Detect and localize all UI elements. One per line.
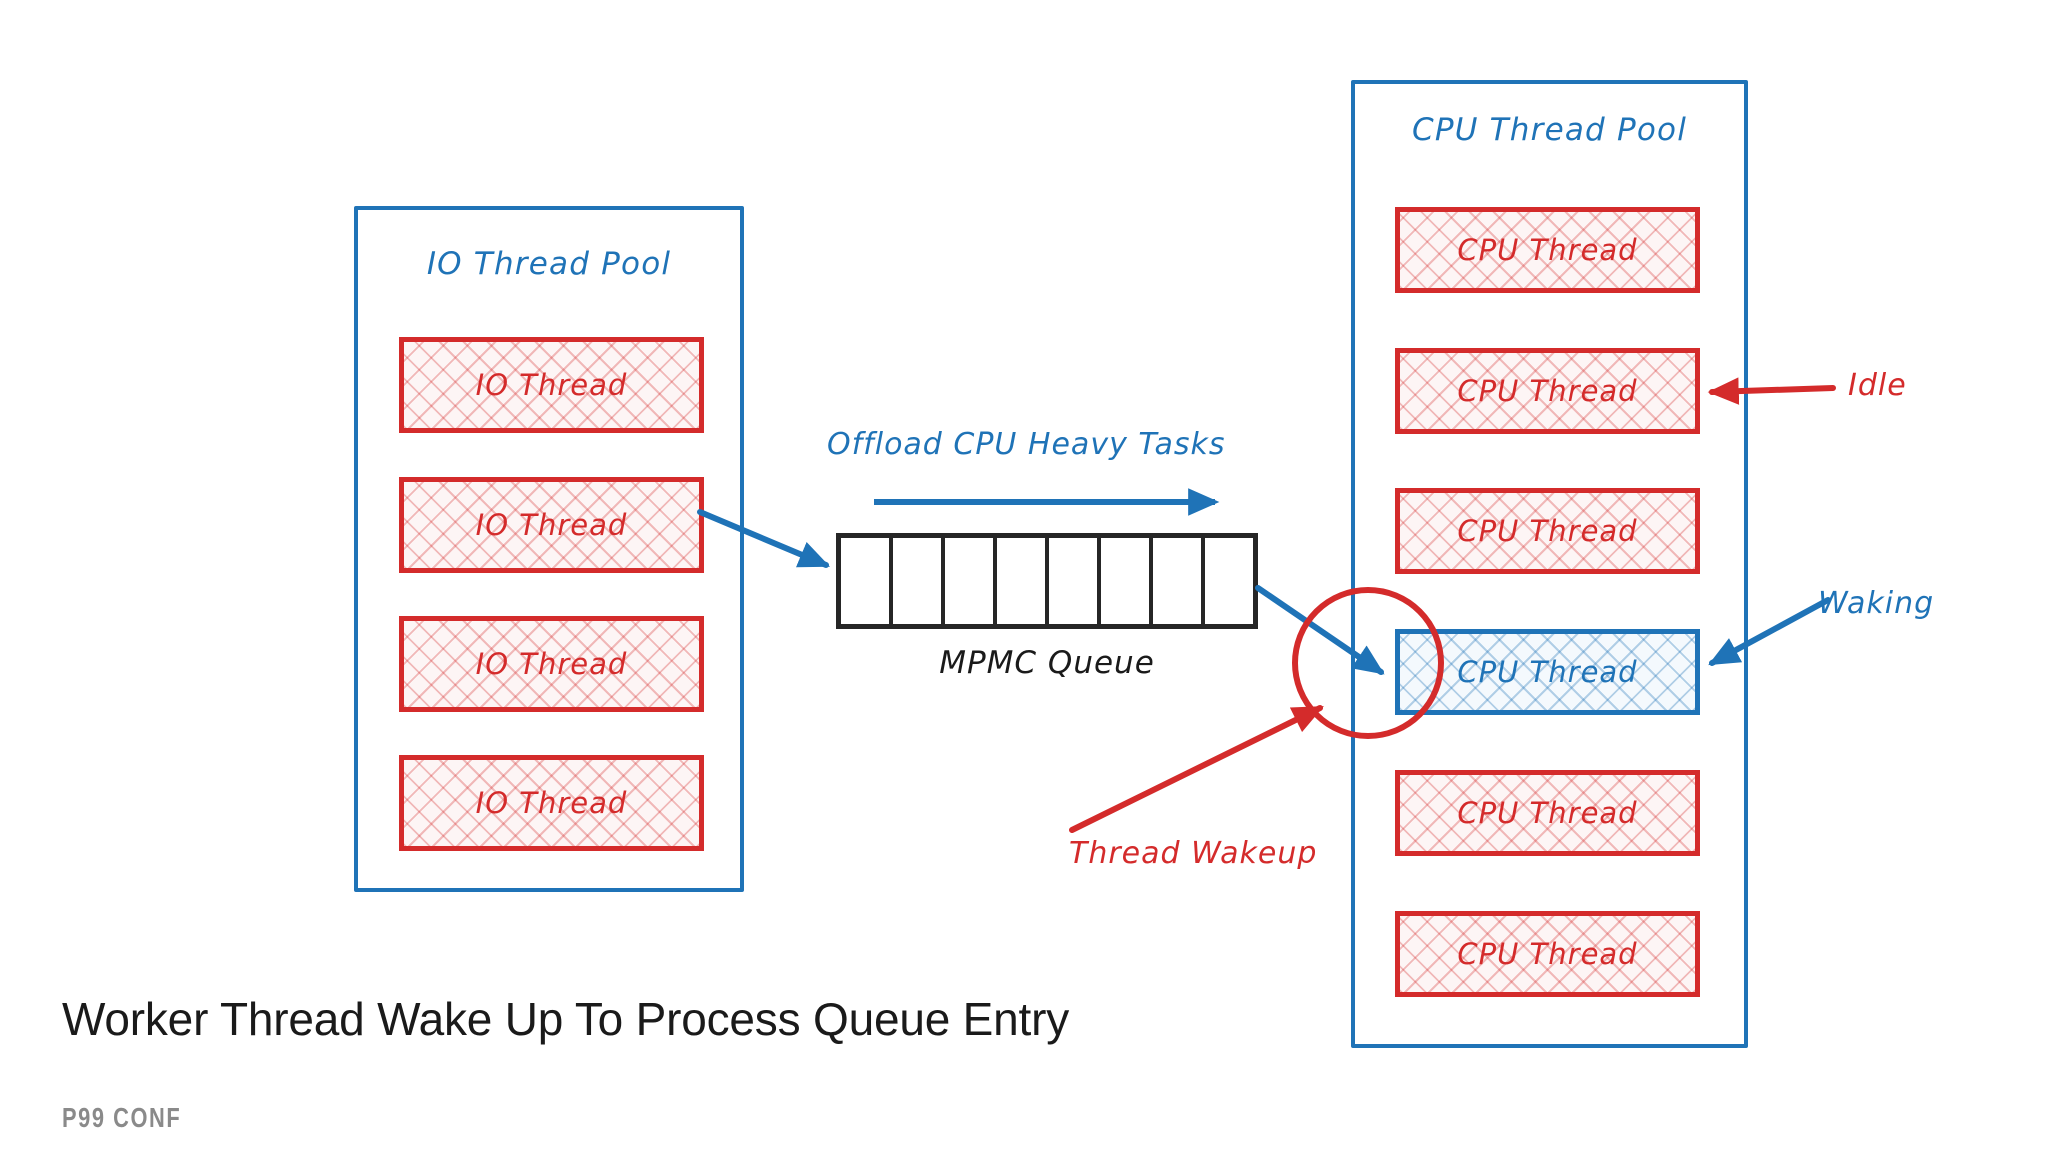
queue-cell[interactable] xyxy=(1101,538,1153,624)
queue-cell[interactable] xyxy=(1153,538,1205,624)
queue-cell[interactable] xyxy=(1049,538,1101,624)
cpu-thread-box[interactable]: CPU Thread xyxy=(1395,207,1700,293)
cpu-thread-label: CPU Thread xyxy=(1457,374,1638,408)
offload-label: Offload CPU Heavy Tasks xyxy=(827,427,1226,462)
cpu-thread-label: CPU Thread xyxy=(1457,233,1638,267)
cpu-thread-pool-container: CPU Thread Pool CPU Thread CPU Thread CP… xyxy=(1351,80,1748,1048)
io-thread-label: IO Thread xyxy=(475,647,628,681)
queue-cell[interactable] xyxy=(893,538,945,624)
thread-wakeup-label: Thread Wakeup xyxy=(1069,836,1318,871)
io-thread-box[interactable]: IO Thread xyxy=(399,477,704,573)
queue-cell[interactable] xyxy=(841,538,893,624)
cpu-thread-label: CPU Thread xyxy=(1457,796,1638,830)
queue-cell[interactable] xyxy=(997,538,1049,624)
thread-wakeup-arrow xyxy=(1069,705,1324,833)
cpu-thread-label: CPU Thread xyxy=(1457,655,1638,689)
cpu-thread-box[interactable]: CPU Thread xyxy=(1395,911,1700,997)
mpmc-queue-label: MPMC Queue xyxy=(939,645,1155,681)
p99conf-logo: P99 CONF xyxy=(62,1102,182,1133)
cpu-thread-label: CPU Thread xyxy=(1457,514,1638,548)
io-thread-pool-title: IO Thread Pool xyxy=(426,246,672,282)
io-thread-box[interactable]: IO Thread xyxy=(399,337,704,433)
mpmc-queue[interactable] xyxy=(836,533,1258,629)
cpu-thread-box-waking[interactable]: CPU Thread xyxy=(1395,629,1700,715)
idle-label: Idle xyxy=(1848,368,1907,403)
queue-cell[interactable] xyxy=(1205,538,1253,624)
cpu-thread-box-idle[interactable]: CPU Thread xyxy=(1395,348,1700,434)
io-thread-label: IO Thread xyxy=(475,368,628,402)
cpu-thread-pool-title: CPU Thread Pool xyxy=(1411,112,1688,148)
waking-label: Waking xyxy=(1818,586,1935,621)
io-thread-box[interactable]: IO Thread xyxy=(399,755,704,851)
cpu-thread-box[interactable]: CPU Thread xyxy=(1395,488,1700,574)
io-thread-pool-container: IO Thread Pool IO Thread IO Thread IO Th… xyxy=(354,206,744,892)
page-title: Worker Thread Wake Up To Process Queue E… xyxy=(62,993,1070,1045)
io-thread-label: IO Thread xyxy=(475,786,628,820)
cpu-thread-label: CPU Thread xyxy=(1457,937,1638,971)
io-thread-box[interactable]: IO Thread xyxy=(399,616,704,712)
queue-cell[interactable] xyxy=(945,538,997,624)
io-thread-label: IO Thread xyxy=(475,508,628,542)
cpu-thread-box[interactable]: CPU Thread xyxy=(1395,770,1700,856)
